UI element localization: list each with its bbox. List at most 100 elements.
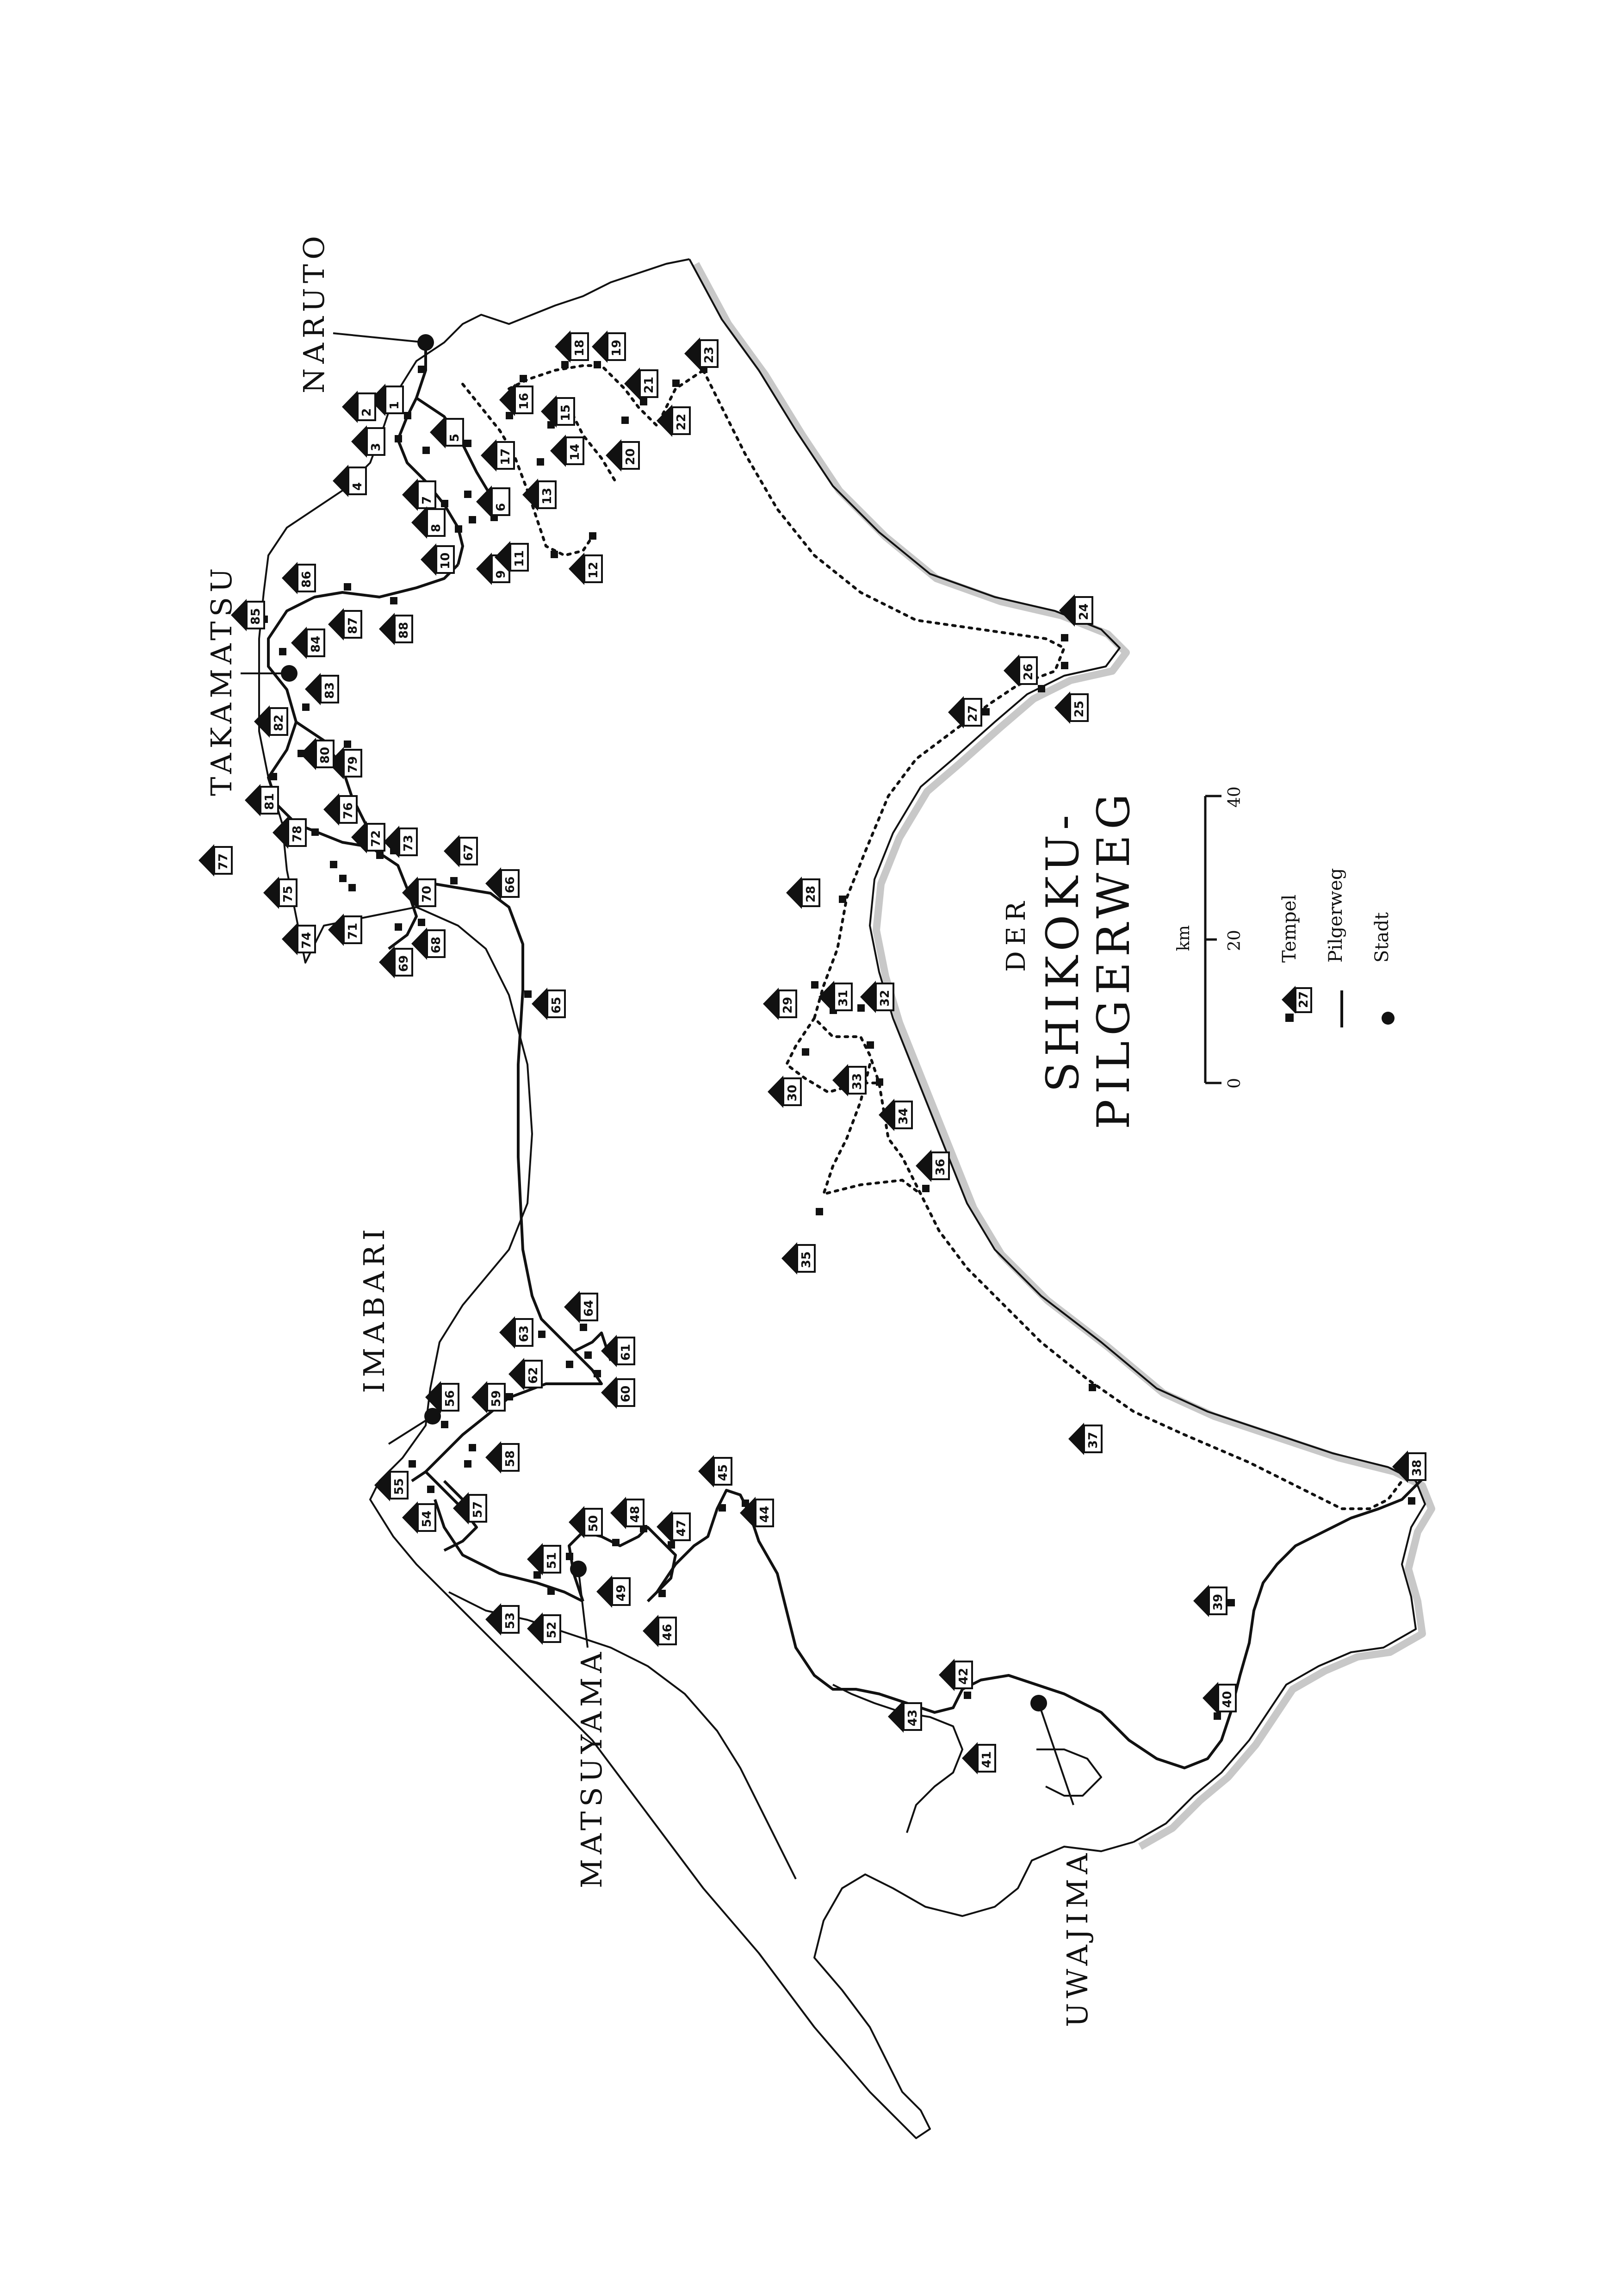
temple-label-15: 15 (541, 395, 575, 428)
temple-label-58: 58 (485, 1441, 520, 1474)
temple-label-85: 85 (231, 599, 265, 631)
temple-roof-icon (592, 330, 608, 363)
temple-number: 76 (341, 803, 355, 819)
city-label-imabari: IMABARI (357, 1225, 391, 1393)
temple-number: 55 (392, 1478, 406, 1495)
temple-number: 37 (1086, 1432, 1100, 1449)
temple-number: 46 (661, 1624, 675, 1641)
temple-label-88: 88 (379, 613, 413, 645)
temple-label-84: 84 (291, 627, 325, 659)
temple-roof-icon (471, 1381, 487, 1413)
temple-label-53: 53 (485, 1603, 520, 1636)
temple-roof-icon (411, 506, 427, 539)
temple-label-49: 49 (596, 1575, 631, 1608)
temple-label-24: 24 (1059, 594, 1093, 627)
temple-roof-icon (508, 1358, 524, 1390)
temple-label-10: 10 (421, 543, 455, 576)
temple-number: 78 (291, 826, 304, 842)
temple-roof-icon (657, 404, 672, 437)
temple-roof-icon (786, 877, 802, 909)
temple-label-64: 64 (564, 1291, 598, 1323)
temple-number: 14 (568, 444, 582, 460)
temple-number: 12 (587, 562, 601, 579)
temple-label-70: 70 (402, 877, 436, 909)
temple-roof-icon (768, 1076, 783, 1108)
temple-label-51: 51 (527, 1543, 561, 1575)
temple-roof-icon (948, 696, 964, 728)
route-solid (267, 342, 1426, 1769)
scale-unit: km (1174, 925, 1193, 951)
temple-label-25: 25 (1054, 691, 1089, 724)
temple-roof-icon (569, 1506, 584, 1538)
temple-roof-icon (601, 1335, 617, 1367)
legend-city-label: Stadt (1371, 912, 1393, 963)
temple-roof-icon (939, 1659, 955, 1691)
temple-number: 57 (471, 1501, 485, 1518)
map-title-pilgerweg: PILGERWEG (1088, 788, 1140, 1129)
temple-label-32: 32 (860, 981, 894, 1013)
temple-number: 52 (545, 1622, 559, 1638)
temple-number: 11 (513, 550, 527, 567)
temple-roof-icon (888, 1700, 904, 1733)
temple-number: 17 (499, 448, 513, 465)
temple-label-30: 30 (768, 1076, 802, 1108)
temple-label-1: 1 (370, 384, 404, 416)
temple-label-29: 29 (763, 988, 797, 1020)
temple-number: 70 (420, 886, 434, 902)
temple-number: 74 (300, 932, 314, 949)
temple-number: 86 (300, 571, 314, 588)
temple-label-12: 12 (569, 553, 603, 585)
temple-label-4: 4 (333, 465, 367, 497)
temple-roof-icon (379, 946, 395, 978)
temple-number: 6 (494, 503, 508, 511)
temple-label-3: 3 (351, 425, 385, 458)
temple-label-73: 73 (384, 826, 418, 858)
temple-label-48: 48 (610, 1497, 645, 1529)
temple-roof-icon (351, 425, 367, 458)
temple-number: 35 (800, 1251, 813, 1268)
temple-roof-icon (522, 479, 538, 511)
legend-temple-number: 27 (1297, 991, 1311, 1008)
temple-label-65: 65 (532, 988, 566, 1020)
temple-number: 1 (388, 401, 402, 410)
temple-label-38: 38 (1392, 1450, 1426, 1483)
temple-label-79: 79 (328, 747, 362, 779)
temple-number: 72 (369, 830, 383, 847)
temple-roof-icon (527, 1612, 543, 1645)
temple-label-78: 78 (273, 816, 307, 849)
temple-number: 3 (369, 443, 383, 451)
temple-roof-icon (832, 1064, 848, 1096)
temple-roof-icon (198, 844, 214, 877)
temple-number: 54 (420, 1511, 434, 1527)
temple-label-11: 11 (495, 541, 529, 573)
temple-label-83: 83 (305, 673, 339, 705)
temple-roof-icon (254, 705, 270, 738)
temple-label-31: 31 (818, 981, 853, 1013)
temple-number: 56 (443, 1390, 457, 1407)
temple-roof-icon (624, 367, 640, 400)
temple-roof-icon (740, 1497, 756, 1529)
temple-roof-icon (453, 1492, 469, 1524)
temple-number: 7 (420, 496, 434, 504)
temple-roof-icon (499, 1316, 515, 1349)
temple-label-50: 50 (569, 1506, 603, 1538)
temple-label-18: 18 (555, 330, 589, 363)
temple-number: 81 (263, 793, 277, 810)
temple-roof-icon (402, 479, 418, 511)
temple-roof-icon (532, 988, 547, 1020)
temple-label-17: 17 (481, 439, 515, 472)
temple-label-22: 22 (657, 404, 691, 437)
temple-label-16: 16 (499, 384, 533, 416)
temple-number: 18 (573, 340, 587, 356)
temple-number: 27 (966, 705, 980, 722)
temple-number: 65 (550, 997, 564, 1014)
temple-label-66: 66 (485, 867, 520, 900)
temple-roof-icon (485, 867, 501, 900)
temple-roof-icon (485, 1441, 501, 1474)
temple-number: 5 (448, 434, 462, 442)
temple-roof-icon (657, 1511, 672, 1543)
temple-roof-icon (351, 821, 367, 853)
temple-roof-icon (374, 1469, 390, 1501)
temple-label-41: 41 (962, 1742, 996, 1774)
temple-roof-icon (328, 914, 344, 946)
